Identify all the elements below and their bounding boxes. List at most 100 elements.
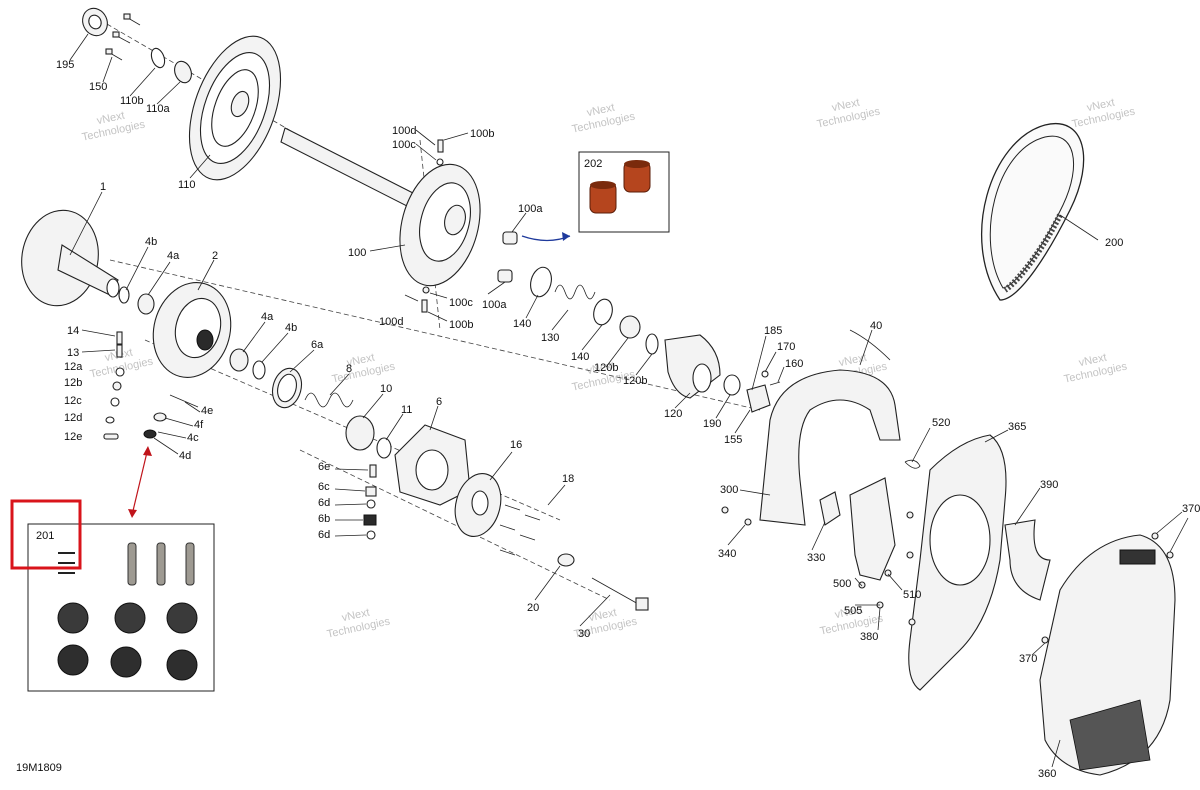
watermark: vNext Technologies — [81, 110, 147, 144]
part-label: 2 — [212, 250, 218, 262]
part-label: 8 — [346, 363, 352, 375]
part-520-clip — [904, 459, 921, 469]
part-label: 6b — [318, 513, 330, 525]
part-label: 6c — [318, 481, 330, 493]
part-label: 6a — [311, 339, 324, 351]
part-label: 200 — [1105, 237, 1123, 249]
part-label: 4e — [201, 405, 213, 417]
part-label: 11 — [401, 404, 412, 416]
part-label: 12d — [64, 412, 82, 424]
part-2-housing — [152, 282, 232, 378]
blue-reference-arrow — [521, 232, 571, 242]
part-label: 155 — [724, 434, 742, 446]
part-label: 18 — [562, 473, 574, 485]
part-label: 110 — [178, 179, 196, 191]
part-1-sheave — [21, 209, 120, 307]
kit-202-inset: 202 — [578, 151, 670, 233]
svg-text:vNext: vNext — [588, 607, 618, 625]
watermark: vNext Technologies — [326, 607, 392, 641]
part-label: 120b — [594, 362, 618, 374]
part-label: 4d — [179, 450, 191, 462]
part-label: 20 — [527, 602, 539, 614]
part-200-belt — [980, 122, 1085, 301]
part-labels: 195 150 110b 110a 110 100d 100b 100c 100… — [56, 59, 1200, 780]
part-365-cover — [908, 434, 1007, 691]
part-label: 12a — [64, 361, 83, 373]
part-18-bolts — [499, 504, 541, 556]
secondary-parts — [530, 266, 781, 413]
diagram-code: 19M1809 — [16, 762, 62, 774]
svg-text:vNext: vNext — [834, 604, 864, 622]
part-label: 510 — [903, 589, 921, 601]
kit-201-inset: 201 — [27, 523, 215, 692]
part-6-spider — [394, 424, 471, 506]
part-label: 100b — [449, 319, 473, 331]
part-label: 100a — [518, 203, 543, 215]
part-label: 100 — [348, 247, 366, 259]
part-label: 100d — [392, 125, 416, 137]
part-label: 6 — [436, 396, 442, 408]
watermark: vNext Technologies — [1063, 352, 1129, 386]
part-195-seal — [82, 7, 108, 37]
part-label: 160 — [785, 358, 803, 370]
part-6-bcde-hardware — [363, 464, 377, 540]
part-label: 370 — [1019, 653, 1037, 665]
watermark: vNext Technologies — [1071, 97, 1137, 131]
part-label: 13 — [67, 347, 79, 359]
part-label: 100d — [379, 316, 403, 328]
part-4-cdef-pins — [143, 394, 199, 439]
part-label: 4a — [167, 250, 180, 262]
part-label: 4a — [261, 311, 274, 323]
part-12-14-hardware — [81, 329, 125, 440]
part-label: 520 — [932, 417, 950, 429]
kit-201-label: 201 — [36, 530, 54, 542]
part-label: 340 — [718, 548, 736, 560]
svg-text:vNext: vNext — [346, 352, 376, 370]
part-100-sheave — [399, 163, 481, 287]
svg-text:vNext: vNext — [831, 97, 861, 115]
watermark: vNext Technologies — [571, 102, 637, 136]
part-label: 185 — [764, 325, 782, 337]
part-label: 16 — [510, 439, 522, 451]
part-label: 130 — [541, 332, 559, 344]
part-label: 4b — [145, 236, 157, 248]
part-label: 330 — [807, 552, 825, 564]
watermark: vNext Technologies — [331, 352, 397, 386]
part-100bcd-hardware — [404, 139, 444, 313]
part-150-screws — [105, 13, 141, 61]
part-label: 380 — [860, 631, 878, 643]
part-label: 6d — [318, 529, 330, 541]
svg-text:vNext: vNext — [341, 607, 371, 625]
part-label: 140 — [513, 318, 531, 330]
red-reference-arrow — [128, 446, 152, 518]
part-label: 150 — [89, 81, 107, 93]
part-label: 4f — [194, 419, 204, 431]
leader-lines — [69, 33, 1189, 768]
part-500-plate — [849, 477, 896, 581]
part-label: 12b — [64, 377, 82, 389]
part-label: 505 — [844, 605, 862, 617]
part-label: 100b — [470, 128, 494, 140]
highlight-box — [10, 499, 82, 570]
part-label: 170 — [777, 341, 795, 353]
part-16-flange — [454, 473, 502, 537]
part-110ab-rings — [150, 47, 192, 84]
svg-text:vNext: vNext — [586, 102, 616, 120]
part-label: 110b — [120, 95, 144, 107]
part-label: 100c — [449, 297, 473, 309]
part-label: 100a — [482, 299, 507, 311]
part-100a-bushings — [497, 231, 518, 283]
part-4ab-rings-top — [118, 286, 155, 315]
part-label: 195 — [56, 59, 74, 71]
part-label: 140 — [571, 351, 589, 363]
part-label: 360 — [1038, 768, 1056, 780]
part-label: 1 — [100, 181, 106, 193]
svg-text:vNext: vNext — [1086, 97, 1116, 115]
part-110-sheave — [188, 35, 282, 181]
svg-text:vNext: vNext — [1078, 352, 1108, 370]
clutch-rings-springs — [229, 348, 392, 459]
part-390-duct — [1004, 519, 1051, 601]
part-label: 10 — [380, 383, 392, 395]
